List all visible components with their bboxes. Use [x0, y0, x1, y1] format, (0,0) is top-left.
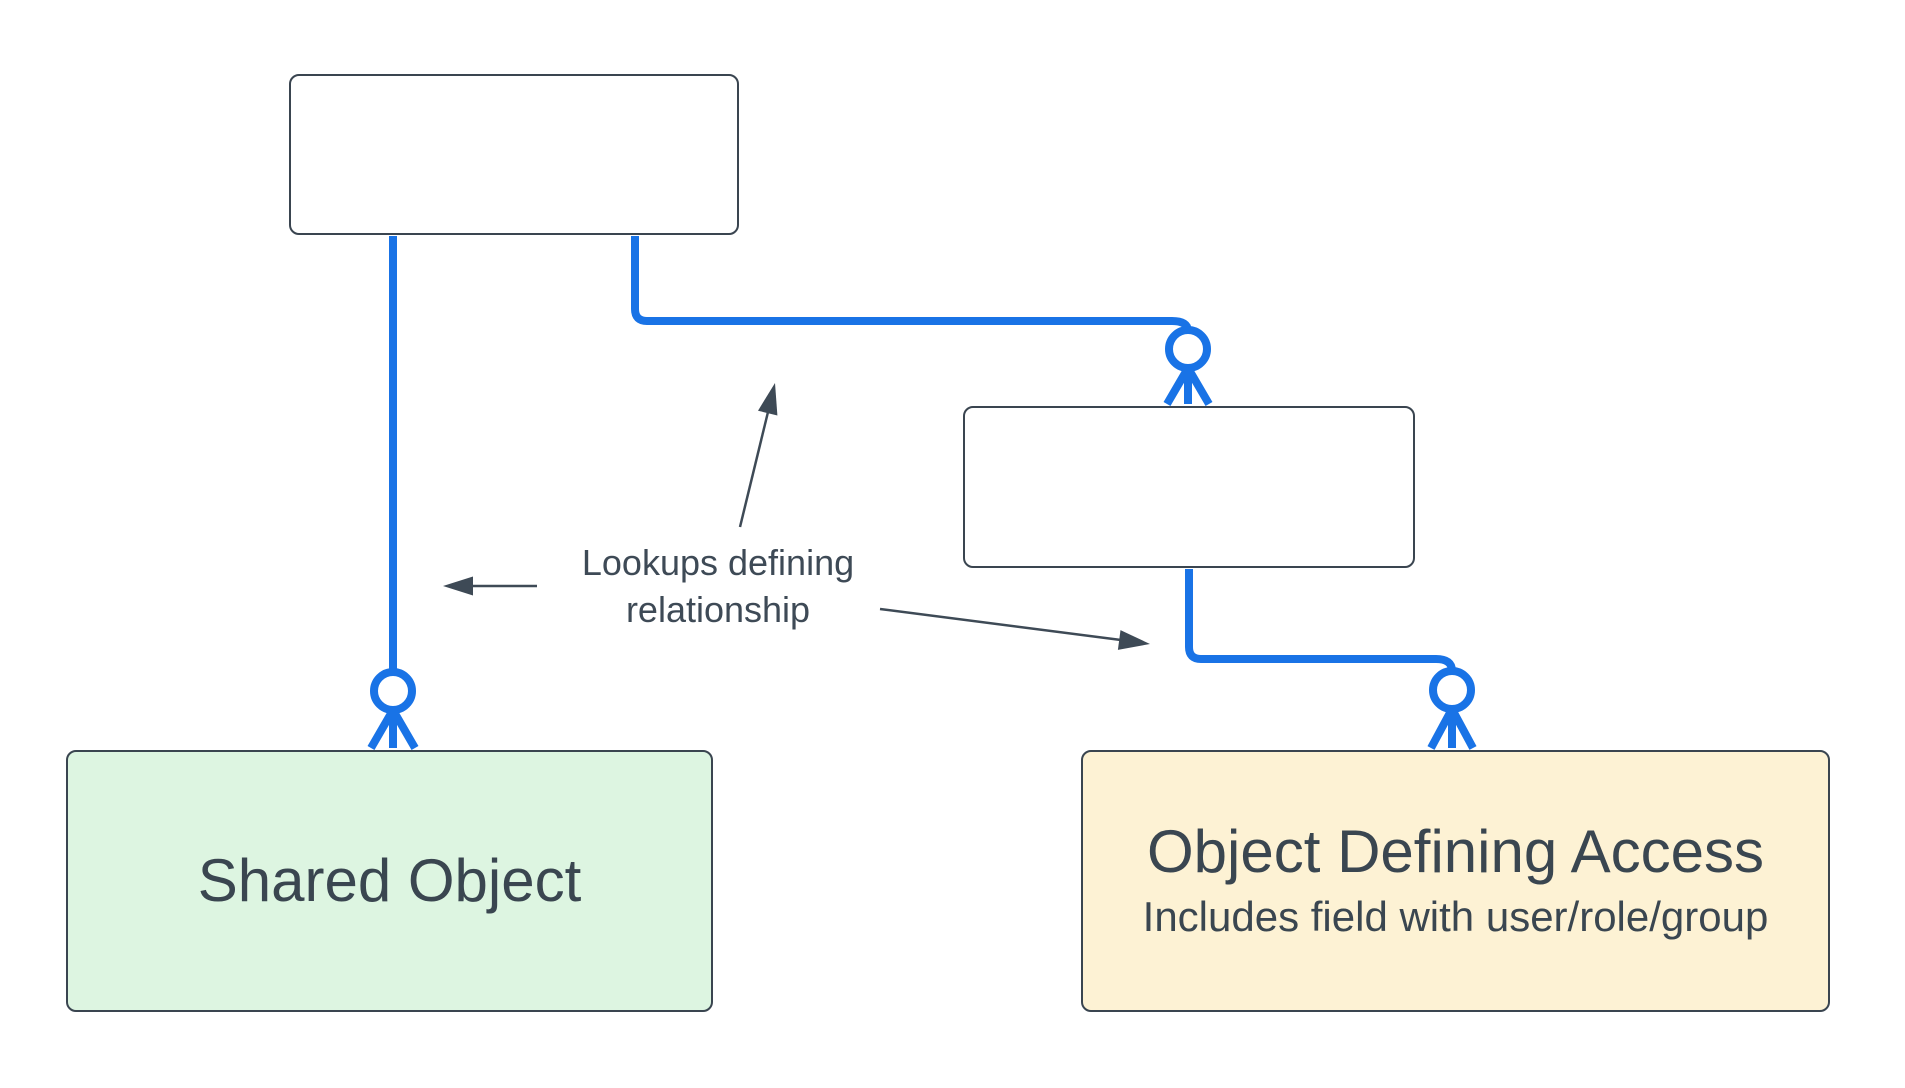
connector-line [1185, 569, 1456, 672]
annotation-arrow-to-left-connector [443, 576, 537, 596]
connector-topbox-to-middle-box [631, 236, 1213, 407]
relationship-connectors [367, 236, 1477, 751]
middle-empty-box [963, 406, 1415, 568]
zero-or-many-circle-marker [370, 668, 416, 714]
zero-or-many-circle-marker [1429, 667, 1475, 713]
annotation-arrowhead-icon [1117, 630, 1150, 650]
connector-line [631, 236, 1192, 332]
shared-object-label: Shared Object [197, 847, 582, 914]
object-defining-access-box: Object Defining Access Includes field wi… [1081, 750, 1830, 1012]
annotation-arrowhead-icon [758, 383, 778, 416]
annotation-arrow-line [738, 411, 770, 528]
crow-foot-many-marker [367, 707, 419, 751]
connector-middle-box-to-access-box [1185, 569, 1477, 750]
top-empty-box [289, 74, 739, 235]
object-defining-access-title: Object Defining Access [1147, 817, 1764, 885]
annotation-arrows [443, 383, 1150, 650]
annotation-arrow-to-upper-connector [738, 383, 778, 528]
connector-topbox-to-shared-object [367, 236, 419, 751]
annotation-arrow-line [879, 607, 1122, 642]
zero-or-many-circle-marker [1165, 326, 1211, 372]
lookups-annotation-label: Lookups defining relationship [581, 542, 855, 630]
crow-foot-many-marker [1163, 365, 1213, 407]
annotation-arrow-to-lower-right-connector [879, 607, 1150, 650]
annotation-arrowhead-icon [443, 576, 473, 596]
object-defining-access-subtitle: Includes field with user/role/group [1142, 892, 1769, 940]
crow-foot-many-marker [1427, 707, 1477, 750]
shared-object-box: Shared Object [66, 750, 713, 1012]
